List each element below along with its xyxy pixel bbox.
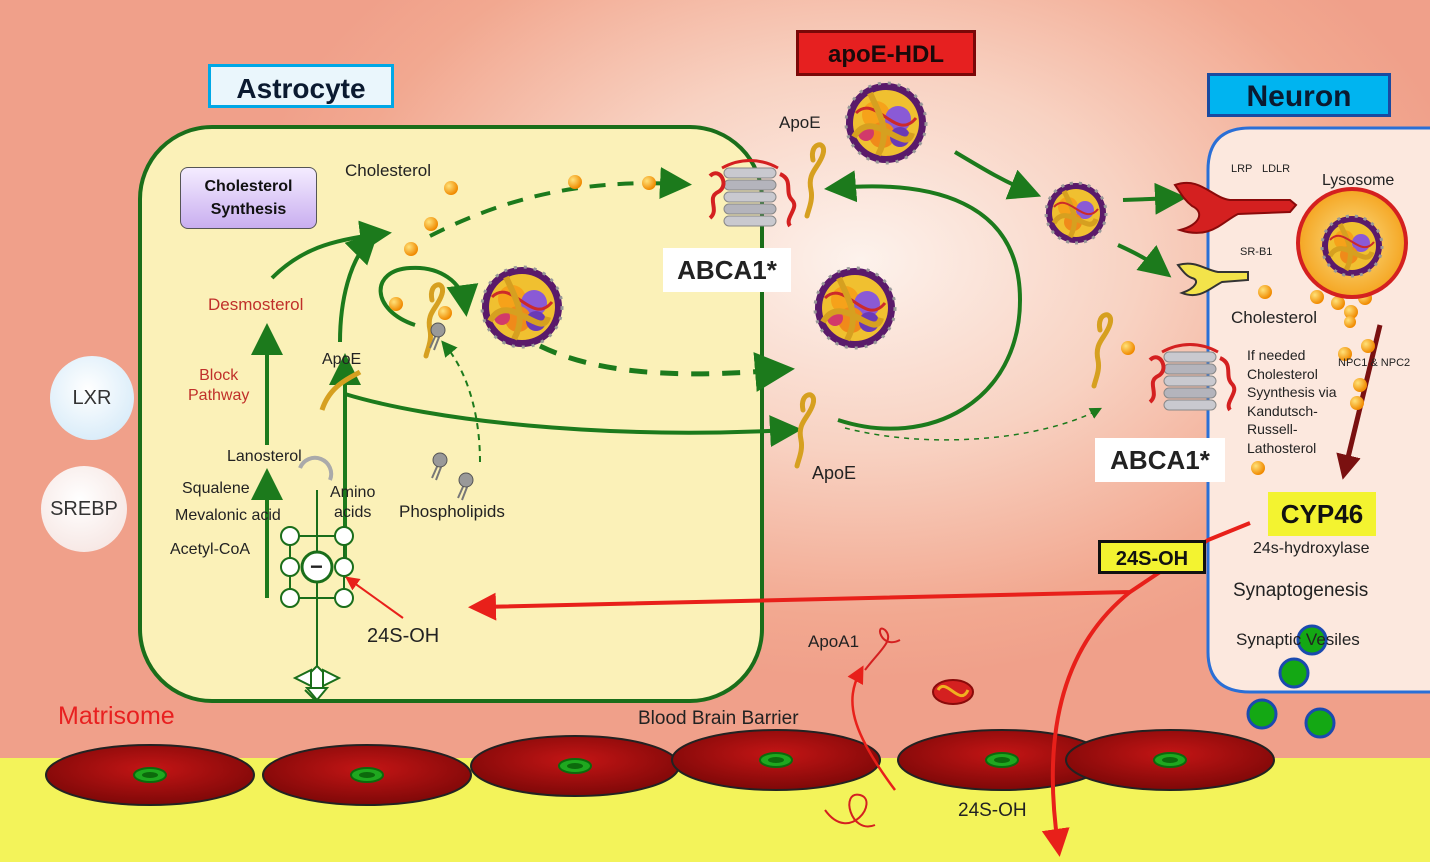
russell-line: Russell- — [1247, 421, 1298, 437]
matrisome-label: Matrisome — [58, 702, 175, 730]
apoe-protein — [807, 145, 824, 216]
lysosome-label: Lysosome — [1322, 172, 1395, 189]
synaptic-vesicles — [1246, 624, 1336, 739]
astrocyte-title: Astrocyte — [208, 64, 394, 108]
red-blood-cell — [671, 729, 881, 791]
block-line: Block — [199, 367, 239, 384]
synthesis-line-2: Synthesis — [210, 201, 287, 218]
if-needed-label: If needed Cholesterol Syynthesis via Kan… — [1247, 346, 1336, 457]
oxysterol-label-astrocyte: 24S-OH — [367, 625, 440, 647]
cholesterol-line: Cholesterol — [1247, 365, 1318, 382]
acetyl-coa-label: Acetyl-CoA — [170, 541, 251, 558]
red-blood-cell — [262, 744, 472, 806]
apoe-hdl-title: apoE-HDL — [796, 30, 976, 76]
npc-label: NPC1 & NPC2 — [1338, 357, 1411, 369]
apoa1-label: ApoA1 — [808, 632, 860, 651]
red-blood-cell — [45, 744, 255, 806]
red-blood-cell — [470, 735, 680, 797]
apoe-label: ApoE — [322, 351, 362, 368]
cholesterol-label: Cholesterol — [345, 161, 431, 180]
cholesterol-molecules — [389, 175, 1375, 475]
apoe-protein — [797, 395, 814, 466]
hdl-particle — [482, 267, 562, 347]
srb1-receptor-icon — [1176, 262, 1249, 297]
phospholipids-label: Phospholipids — [399, 502, 505, 521]
apoe-protein — [319, 369, 362, 411]
inhibitor-lattice — [280, 455, 354, 703]
lrp-label: LRP — [1231, 163, 1253, 175]
oxysterol-label-blood: 24S-OH — [958, 800, 1027, 821]
astrocyte-cell — [138, 125, 764, 703]
amino-acids-label: Amino acids — [330, 483, 375, 523]
lathosterol-line: Lathosterol — [1247, 439, 1317, 456]
pathway-line: Pathway — [188, 387, 250, 404]
cyp46-label: CYP46 — [1268, 492, 1376, 536]
if-needed-line: If needed — [1247, 347, 1306, 363]
synthesis-arrows — [251, 150, 1187, 598]
ldlr-label: LDLR — [1262, 163, 1291, 175]
neuron-cholesterol-label: Cholesterol — [1231, 308, 1317, 327]
neuron-title: Neuron — [1207, 73, 1391, 117]
hdl-particle — [1046, 183, 1106, 243]
red-blood-cell — [1065, 729, 1275, 791]
hydroxylase-label: 24s-hydroxylase — [1253, 540, 1370, 557]
synaptogenesis-label: Synaptogenesis — [1233, 580, 1369, 601]
kandutsch-line: Kandutsch- — [1247, 402, 1318, 419]
hdl-particle — [846, 83, 926, 163]
lxr-node: LXR — [50, 356, 134, 440]
inhibitor-sign: − — [310, 554, 323, 579]
synthesis-line-1: Cholesterol — [204, 178, 293, 195]
desmosterol-label: Desmosterol — [208, 295, 304, 314]
mevalonic-acid-label: Mevalonic acid — [175, 507, 281, 524]
synaptic-vesicles-label: Synaptic Vesiles — [1236, 630, 1360, 649]
ldl-receptor-icon — [1173, 182, 1298, 234]
abca1-label-astrocyte: ABCA1* — [663, 248, 791, 292]
squalene-label: Squalene — [182, 480, 250, 497]
lanosterol-label: Lanosterol — [227, 448, 302, 465]
srebp-node: SREBP — [41, 466, 127, 552]
block-pathway-label: Block Pathway — [188, 366, 249, 406]
srb1-label: SR-B1 — [1240, 246, 1273, 258]
lysosome-organelle — [1296, 187, 1408, 299]
oxysterol-label-neuron: 24S-OH — [1098, 540, 1206, 574]
hdl-particle — [815, 268, 895, 348]
apoe-top-label: ApoE — [779, 113, 821, 132]
cholesterol-synthesis-box: Cholesterol Synthesis — [180, 167, 317, 229]
apoe-bottom-label: ApoE — [812, 463, 857, 483]
synthesis-via-line: Syynthesis via — [1247, 384, 1337, 400]
acids-line: acids — [334, 504, 372, 521]
amino-line: Amino — [330, 484, 376, 501]
abca1-label-neuron: ABCA1* — [1095, 438, 1225, 482]
bbb-label: Blood Brain Barrier — [638, 708, 799, 729]
apoe-protein — [1094, 315, 1111, 386]
hdl-fragment — [932, 679, 974, 705]
